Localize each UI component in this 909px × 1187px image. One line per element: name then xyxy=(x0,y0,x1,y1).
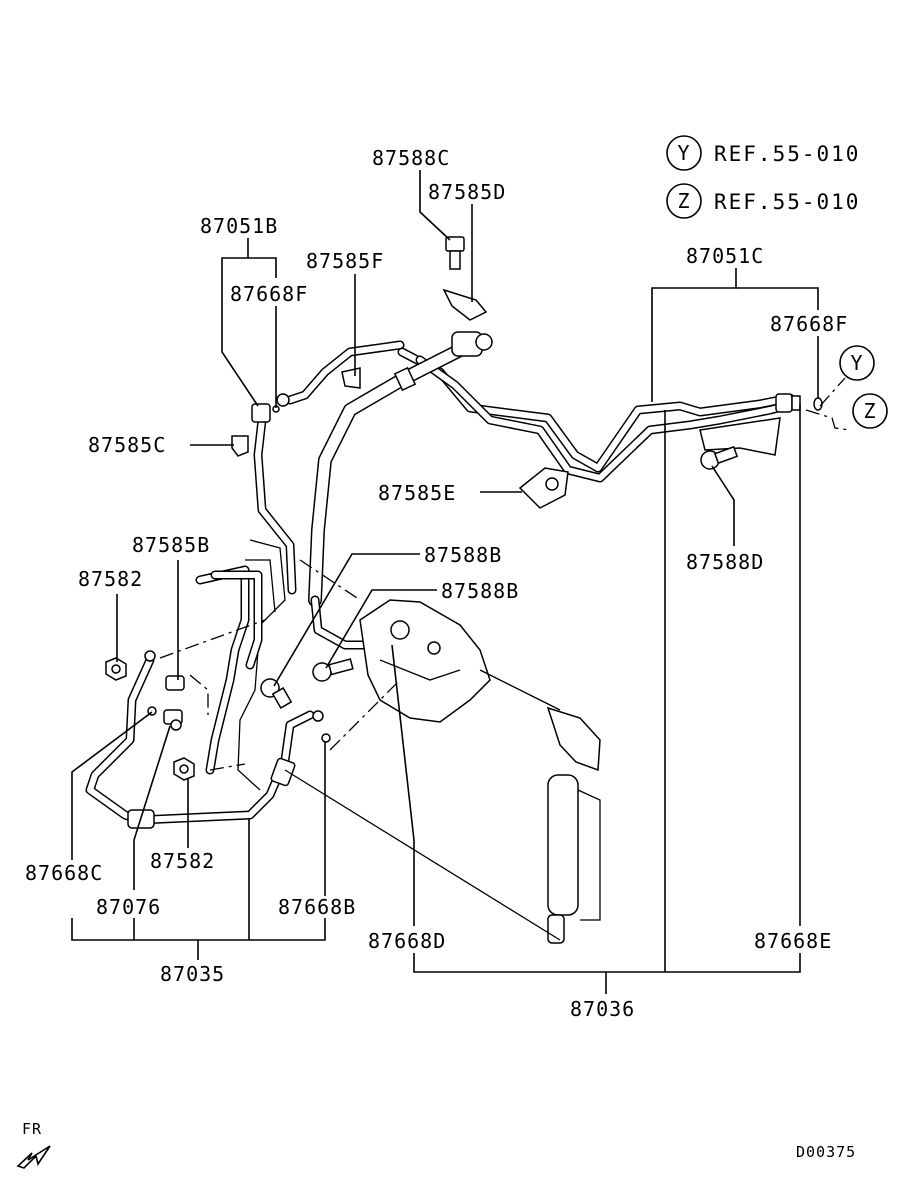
part-labels: 87588C 87585D 87051B 87585F 87668F 87051… xyxy=(25,146,848,1021)
ref-z-symbol: Z xyxy=(677,189,690,213)
label-87585b[interactable]: 87585B xyxy=(132,533,210,557)
leader-lines xyxy=(71,170,819,994)
callout-z-circle-icon xyxy=(852,393,888,429)
bolt-87588b-lower-icon xyxy=(260,678,293,709)
label-87668e[interactable]: 87668E xyxy=(754,929,832,953)
label-87076[interactable]: 87076 xyxy=(96,895,161,919)
label-87035[interactable]: 87035 xyxy=(160,962,225,986)
label-87585d[interactable]: 87585D xyxy=(428,180,506,204)
label-87668f-left[interactable]: 87668F xyxy=(230,282,308,306)
ref-y-circle-icon xyxy=(666,135,702,171)
ref-y-symbol: Y xyxy=(677,141,690,165)
nut-87582-top-icon xyxy=(105,657,127,681)
bolt-87588b-upper-icon xyxy=(312,658,354,682)
label-87585f[interactable]: 87585F xyxy=(306,249,384,273)
callout-z-symbol[interactable]: Z xyxy=(863,399,876,423)
label-87582-top[interactable]: 87582 xyxy=(78,567,143,591)
label-87668f-right[interactable]: 87668F xyxy=(770,312,848,336)
label-87668b[interactable]: 87668B xyxy=(278,895,356,919)
label-87585c[interactable]: 87585C xyxy=(88,433,166,457)
label-87668c[interactable]: 87668C xyxy=(25,861,103,885)
ref-z-text[interactable]: REF.55-010 xyxy=(714,190,860,214)
callout-y-symbol[interactable]: Y xyxy=(850,351,863,375)
diagram-id: D00375 xyxy=(796,1143,856,1161)
label-87588b-2[interactable]: 87588B xyxy=(441,579,519,603)
front-direction-marker: FR xyxy=(16,1120,51,1169)
front-label: FR xyxy=(22,1120,42,1138)
label-87051c[interactable]: 87051C xyxy=(686,244,764,268)
label-87588b-1[interactable]: 87588B xyxy=(424,543,502,567)
label-87588d[interactable]: 87588D xyxy=(686,550,764,574)
ref-y-text[interactable]: REF.55-010 xyxy=(714,142,860,166)
reference-legend: Y REF.55-010 Z REF.55-010 xyxy=(666,135,860,219)
nut-87582-bottom-icon xyxy=(173,757,195,781)
label-87668d[interactable]: 87668D xyxy=(368,929,446,953)
piping-artwork xyxy=(85,236,851,944)
label-87036[interactable]: 87036 xyxy=(570,997,635,1021)
label-87585e[interactable]: 87585E xyxy=(378,481,456,505)
label-87588c[interactable]: 87588C xyxy=(372,146,450,170)
callout-y-circle-icon xyxy=(839,345,875,381)
callout-symbols: Y Z xyxy=(839,345,888,429)
label-87051b[interactable]: 87051B xyxy=(200,214,278,238)
ref-z-circle-icon xyxy=(666,183,702,219)
label-87582-bottom[interactable]: 87582 xyxy=(150,849,215,873)
front-arrow-icon xyxy=(16,1145,51,1169)
